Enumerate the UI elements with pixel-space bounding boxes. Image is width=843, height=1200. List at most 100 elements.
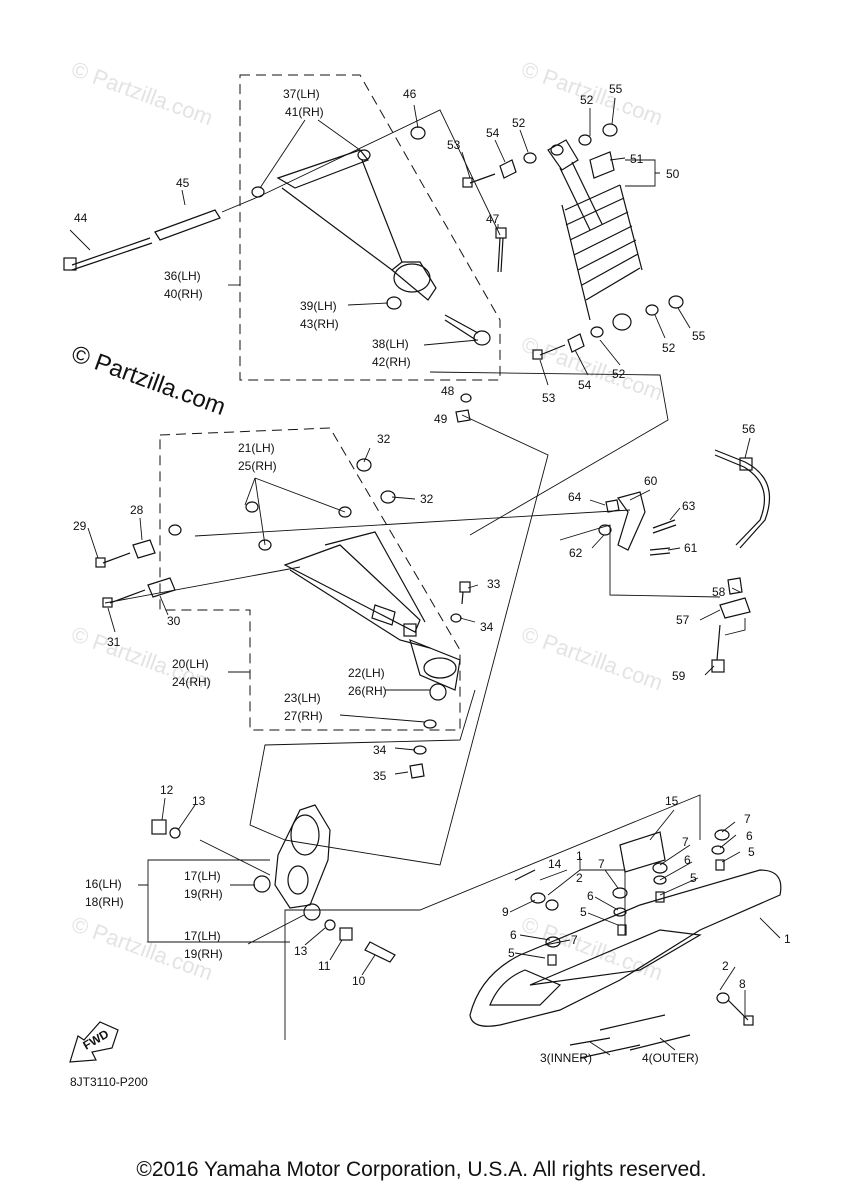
callout-17a: 17(LH) bbox=[184, 869, 221, 883]
callout-49: 49 bbox=[434, 412, 448, 426]
callout-7a: 7 bbox=[598, 857, 605, 871]
callout-64: 64 bbox=[568, 490, 582, 504]
cable-bracket bbox=[711, 449, 771, 673]
copyright-notice: ©2016 Yamaha Motor Corporation, U.S.A. A… bbox=[136, 1158, 707, 1181]
upper-a-arm bbox=[251, 126, 491, 346]
callout-23: 23(LH) bbox=[284, 691, 321, 705]
linkage-lines bbox=[104, 109, 746, 1040]
callout-8: 8 bbox=[739, 977, 746, 991]
callout-35: 35 bbox=[373, 769, 387, 783]
callout-52d: 52 bbox=[612, 367, 626, 381]
callout-2b: 2 bbox=[722, 959, 729, 973]
callout-7c: 7 bbox=[682, 835, 689, 849]
watermark-text: © Partzilla.com bbox=[518, 621, 666, 695]
callout-26: 26(RH) bbox=[348, 684, 387, 698]
callout-56: 56 bbox=[742, 422, 756, 436]
callout-11: 11 bbox=[318, 959, 331, 973]
callout-25: 25(RH) bbox=[238, 459, 277, 473]
callout-58: 58 bbox=[712, 585, 726, 599]
callout-38: 38(LH) bbox=[372, 337, 409, 351]
callout-52c: 52 bbox=[662, 341, 676, 355]
callout-6d: 6 bbox=[746, 829, 753, 843]
callout-54b: 54 bbox=[578, 378, 592, 392]
upper-pivot-bolt bbox=[63, 196, 259, 271]
callout-16: 16(LH) bbox=[85, 877, 122, 891]
callout-17b: 17(LH) bbox=[184, 929, 221, 943]
callout-19b: 19(RH) bbox=[184, 947, 223, 961]
callout-44: 44 bbox=[74, 211, 88, 225]
callout-29: 29 bbox=[73, 519, 87, 533]
callout-19a: 19(RH) bbox=[184, 887, 223, 901]
callout-22: 22(LH) bbox=[348, 666, 385, 680]
callout-5d: 5 bbox=[748, 845, 755, 859]
callout-1a: 1 bbox=[576, 849, 583, 863]
callout-14: 14 bbox=[548, 857, 562, 871]
callout-53a: 53 bbox=[447, 138, 461, 152]
steering-link bbox=[598, 491, 677, 556]
callout-10: 10 bbox=[352, 974, 366, 988]
callout-20: 20(LH) bbox=[172, 657, 209, 671]
callout-34b: 34 bbox=[373, 743, 387, 757]
callout-24: 24(RH) bbox=[172, 675, 211, 689]
watermark-main: © Partzilla.com bbox=[68, 340, 229, 421]
callout-55b: 55 bbox=[692, 329, 706, 343]
stabilizer-bolt bbox=[455, 227, 507, 423]
callout-51: 51 bbox=[630, 152, 644, 166]
callout-57: 57 bbox=[676, 613, 690, 627]
callout-6c: 6 bbox=[684, 853, 691, 867]
callout-15: 15 bbox=[665, 794, 679, 808]
callout-32b: 32 bbox=[420, 492, 434, 506]
callout-50: 50 bbox=[666, 167, 680, 181]
callout-32a: 32 bbox=[377, 432, 391, 446]
callout-13a: 13 bbox=[192, 794, 206, 808]
callout-34a: 34 bbox=[480, 620, 494, 634]
callout-6a: 6 bbox=[587, 889, 594, 903]
callout-28: 28 bbox=[130, 503, 144, 517]
callout-48: 48 bbox=[441, 384, 455, 398]
callout-12: 12 bbox=[160, 783, 174, 797]
callout-36: 36(LH) bbox=[164, 269, 201, 283]
callout-13b: 13 bbox=[294, 944, 308, 958]
callout-52a: 52 bbox=[580, 93, 594, 107]
callout-45: 45 bbox=[176, 176, 190, 190]
callout-4: 4(OUTER) bbox=[642, 1051, 699, 1065]
watermark-text: © Partzilla.com bbox=[518, 331, 666, 405]
callout-1b: 1 bbox=[784, 932, 791, 946]
ski bbox=[469, 829, 782, 1059]
callout-33: 33 bbox=[487, 577, 501, 591]
watermark-text: © Partzilla.com bbox=[68, 56, 216, 130]
callout-7b: 7 bbox=[571, 933, 578, 947]
ski-spindle bbox=[151, 804, 396, 963]
shock-absorber bbox=[462, 123, 684, 360]
callout-60: 60 bbox=[644, 474, 658, 488]
callout-18: 18(RH) bbox=[85, 895, 124, 909]
callout-43: 43(RH) bbox=[300, 317, 339, 331]
callout-30: 30 bbox=[167, 614, 181, 628]
callout-7d: 7 bbox=[744, 812, 751, 826]
upper-arm-group-box bbox=[239, 74, 501, 381]
callout-55a: 55 bbox=[609, 82, 623, 96]
callout-61: 61 bbox=[684, 541, 698, 555]
callout-9: 9 bbox=[502, 905, 509, 919]
callout-21: 21(LH) bbox=[238, 441, 275, 455]
callout-41: 41(RH) bbox=[285, 105, 324, 119]
callout-labels: 37(LH) 41(RH) 46 45 44 47 36(LH) 40(RH) … bbox=[70, 82, 791, 1089]
callout-37: 37(LH) bbox=[283, 87, 320, 101]
callout-3: 3(INNER) bbox=[540, 1051, 592, 1065]
callout-leaders bbox=[69, 97, 781, 1056]
lower-a-arm bbox=[95, 458, 471, 779]
callout-31: 31 bbox=[107, 635, 121, 649]
callout-54a: 54 bbox=[486, 126, 500, 140]
callout-39: 39(LH) bbox=[300, 299, 337, 313]
callout-46: 46 bbox=[403, 87, 417, 101]
callout-52b: 52 bbox=[512, 116, 526, 130]
callout-59: 59 bbox=[672, 669, 686, 683]
watermark-text: © Partzilla.com bbox=[518, 911, 666, 985]
lower-arm-group-box bbox=[159, 427, 461, 731]
callout-53b: 53 bbox=[542, 391, 556, 405]
callout-5c: 5 bbox=[690, 871, 697, 885]
callout-6b: 6 bbox=[510, 928, 517, 942]
forward-arrow: FWD bbox=[69, 1021, 119, 1063]
callout-2a: 2 bbox=[576, 871, 583, 885]
